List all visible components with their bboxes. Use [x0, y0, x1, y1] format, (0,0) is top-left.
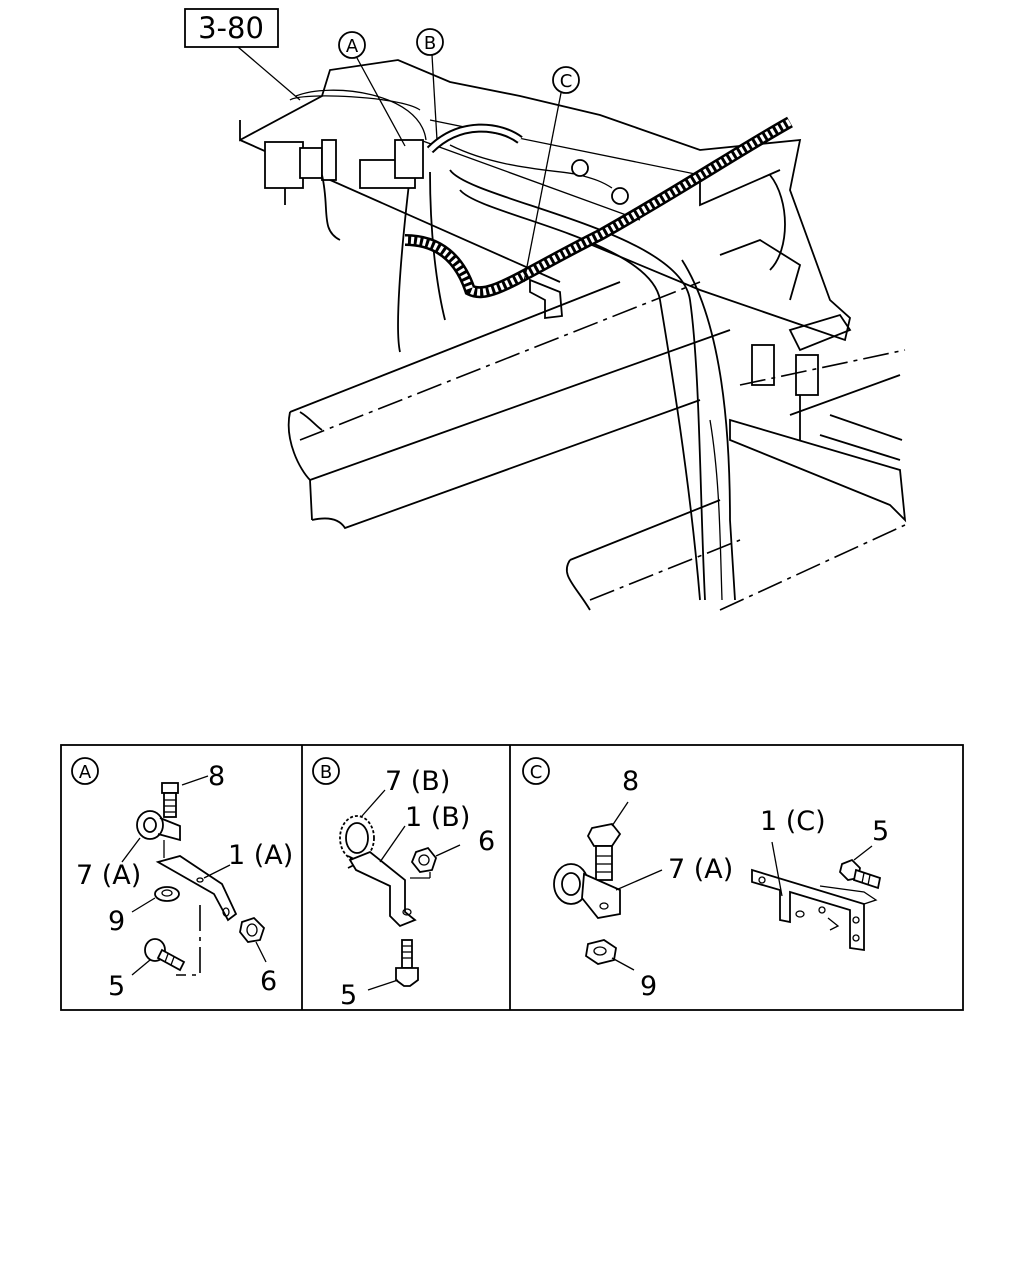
clamp-7a-a[interactable] [136, 810, 181, 858]
corrugated-harness [404, 116, 793, 299]
panel-b-part-6: 6 [478, 826, 495, 857]
detail-panel-a: A 8 7 (A) [71, 757, 293, 1002]
panel-b-part-1: 1 (B) [405, 802, 470, 833]
callout-b-label: B [424, 33, 436, 54]
panel-c-part-1: 1 (C) [760, 806, 826, 837]
bolt-5-b[interactable] [395, 939, 419, 987]
panel-a-part-5: 5 [108, 971, 125, 1002]
nut-6-a[interactable] [239, 916, 266, 943]
callout-c[interactable]: C [523, 66, 580, 283]
frame-rail [287, 281, 731, 530]
panel-a-part-6: 6 [260, 966, 277, 997]
reference-box-label: 3-80 [198, 11, 264, 45]
panel-a-tag: A [79, 762, 92, 783]
panel-b-part-7: 7 (B) [385, 766, 450, 797]
detail-panels: A 8 7 (A) [60, 744, 964, 1011]
panel-c-tag: C [530, 762, 543, 783]
bracket-1b-b[interactable] [348, 850, 417, 928]
panel-a-assembly-line [176, 905, 201, 976]
panel-c-part-9: 9 [640, 971, 657, 1002]
callout-c-leader [523, 92, 562, 283]
callout-b-leader [431, 54, 438, 141]
bracket-1a-a[interactable] [155, 855, 238, 922]
main-illustration: 3-80 [184, 8, 907, 611]
callout-a-label: A [346, 36, 359, 57]
detail-panels-frame [60, 744, 964, 1011]
panel-c-tag-circle [522, 757, 550, 785]
bracket-1c-c[interactable] [751, 868, 878, 952]
panel-c-part-5: 5 [872, 816, 889, 847]
nut-6-b[interactable] [410, 846, 438, 873]
bolt-8-c[interactable] [586, 823, 622, 881]
reference-leader [237, 46, 301, 101]
upper-frame [239, 59, 851, 342]
nut-9-c[interactable] [585, 939, 617, 965]
callout-a-leader [356, 57, 406, 147]
reference-box[interactable]: 3-80 [184, 8, 279, 48]
bolt-8-a[interactable] [161, 782, 179, 818]
panel-a-part-7: 7 (A) [76, 860, 141, 891]
panel-c-part-8: 8 [622, 766, 639, 797]
nut-9-a[interactable] [154, 886, 180, 902]
detail-panel-c: C 8 7 (A) [522, 757, 889, 1002]
panel-c-part-7: 7 (A) [668, 854, 733, 885]
valve-assembly [264, 89, 427, 241]
panel-b-tag: B [320, 762, 332, 783]
callout-b[interactable]: B [416, 28, 444, 141]
panel-a-part-9: 9 [108, 906, 125, 937]
right-lower-frame [565, 313, 907, 611]
panel-b-part-5: 5 [340, 980, 357, 1011]
panel-b-tag-circle [312, 757, 340, 785]
clamp-7a-c[interactable] [553, 863, 621, 919]
bolt-5-c[interactable] [839, 858, 882, 890]
callout-c-label: C [560, 71, 573, 92]
bolt-5-a[interactable] [144, 938, 186, 972]
panel-a-part-1: 1 (A) [228, 840, 293, 871]
callout-a[interactable]: A [338, 31, 406, 147]
panel-a-part-8: 8 [208, 761, 225, 792]
panel-a-tag-circle [71, 757, 99, 785]
hose-pair [397, 169, 736, 601]
detail-panel-b: B 7 (B) 1 (B) 6 [312, 757, 495, 1011]
